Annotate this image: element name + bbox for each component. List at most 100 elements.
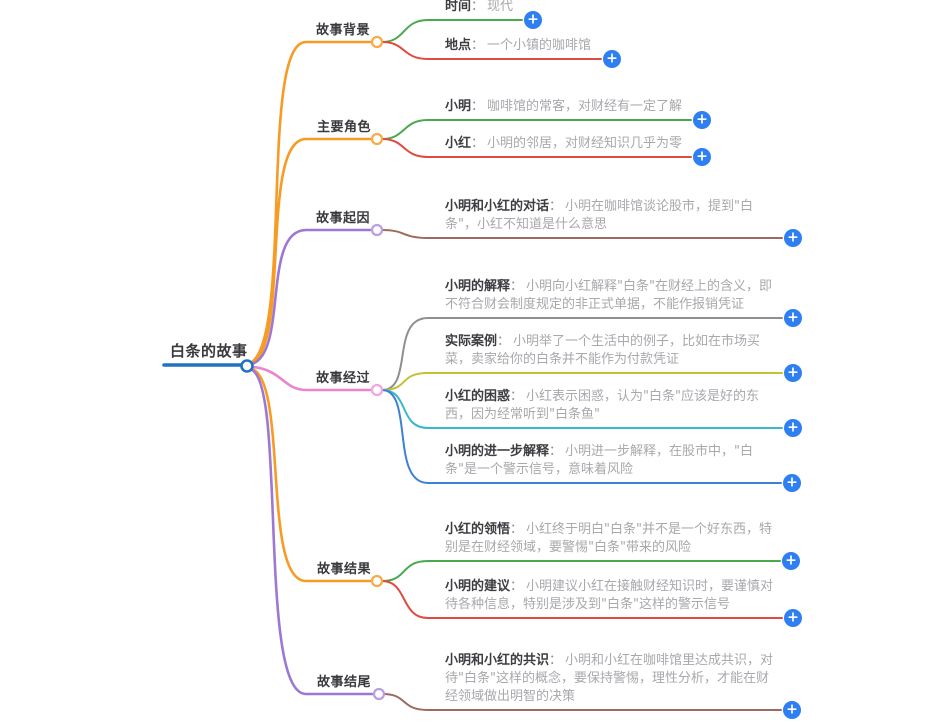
node-place[interactable]: 地点：一个小镇的咖啡馆 [445, 37, 591, 55]
plus-icon: + [787, 229, 799, 246]
anchor-circle-background [370, 35, 384, 49]
add-child-button[interactable]: + [783, 474, 801, 492]
leaf-curve-dialogue [381, 229, 783, 239]
node-label: 小明的建议 [445, 579, 511, 594]
node-label: 地点 [445, 38, 472, 53]
node-further-explanation[interactable]: 小明的进一步解释：小明进一步解释，在股市中，"白条"是一个警示信号，意味着风险 [445, 443, 779, 479]
add-child-button[interactable]: + [524, 11, 542, 29]
leaf-curve-advice [381, 580, 783, 619]
node-label: 小明的解释 [445, 279, 511, 294]
add-child-button[interactable]: + [603, 50, 621, 68]
node-confusion[interactable]: 小红的困惑：小红表示困惑，认为"白条"应该是好的东西，因为经常听到"白条鱼" [445, 388, 779, 424]
anchor-circle-cause [370, 223, 384, 237]
node-desc: 小明建议小红在接触财经知识时，要谨慎对待各种信息，特别是涉及到"白条"这样的警示… [445, 579, 774, 612]
plus-icon: + [606, 50, 618, 67]
node-root[interactable]: 白条的故事 [170, 342, 248, 360]
plus-icon: + [527, 11, 539, 28]
leaf-curve-xiaohong [381, 138, 692, 158]
plus-icon: + [786, 701, 798, 718]
leaf-curve-further-explanation [381, 389, 782, 484]
add-child-button[interactable]: + [784, 229, 802, 247]
node-example[interactable]: 实际案例：小明举了一个生活中的例子，比如在市场买菜，卖家给你的白条并不能作为付款… [445, 333, 779, 369]
node-ending[interactable]: 故事结尾 [317, 675, 372, 690]
label-separator: ： [510, 522, 524, 537]
label-separator: ： [510, 579, 524, 594]
leaf-curve-consensus [382, 693, 782, 711]
anchor-circle-ending [372, 687, 386, 701]
anchor-circle-characters [370, 132, 384, 146]
leaf-curve-place [381, 41, 602, 60]
plus-icon: + [785, 552, 797, 569]
node-label: 小明的进一步解释 [445, 444, 550, 459]
node-background[interactable]: 故事背景 [316, 23, 371, 38]
add-child-button[interactable]: + [693, 111, 711, 129]
plus-icon: + [696, 148, 708, 165]
node-consensus[interactable]: 小明和小红的共识：小明和小红在咖啡馆里达成共识，对待"白条"这样的概念，要保持警… [445, 652, 777, 706]
label-separator: ： [471, 136, 485, 151]
label-separator: ： [497, 334, 511, 349]
label-separator: ： [549, 199, 563, 214]
node-dialogue[interactable]: 小明和小红的对话：小明在咖啡馆谈论股市，提到"白条"，小红不知道是什么意思 [445, 198, 779, 234]
node-label: 时间 [445, 0, 472, 14]
branch-curve-characters [250, 137, 372, 365]
node-label: 小明和小红的共识 [445, 653, 550, 668]
node-desc: 一个小镇的咖啡馆 [487, 38, 592, 53]
node-desc: 小明向小红解释"白条"在财经上的含义，即不符合财会制度规定的非正式单据，不能作报… [445, 279, 772, 312]
leaf-curve-time [381, 19, 523, 43]
leaf-curve-example [381, 372, 783, 391]
node-xiaohong[interactable]: 小红：小明的邻居，对财经知识几乎为零 [445, 135, 682, 153]
node-process[interactable]: 故事经过 [316, 371, 371, 386]
branch-curve-ending [250, 368, 374, 696]
add-child-button[interactable]: + [783, 701, 801, 719]
plus-icon: + [787, 309, 799, 326]
node-label: 实际案例 [445, 334, 498, 349]
add-child-button[interactable]: + [693, 148, 711, 166]
node-advice[interactable]: 小明的建议：小明建议小红在接触财经知识时，要谨慎对待各种信息，特别是涉及到"白条… [445, 578, 779, 614]
add-child-button[interactable]: + [784, 364, 802, 382]
plus-icon: + [786, 474, 798, 491]
label-separator: ： [549, 653, 563, 668]
node-characters[interactable]: 主要角色 [317, 120, 372, 135]
label-separator: ： [471, 0, 485, 14]
node-desc: 咖啡馆的常客，对财经有一定了解 [487, 99, 683, 114]
add-child-button[interactable]: + [784, 419, 802, 437]
node-desc: 现代 [487, 0, 514, 14]
branch-curve-process [251, 365, 372, 392]
node-explanation[interactable]: 小明的解释：小明向小红解释"白条"在财经上的含义，即不符合财会制度规定的非正式单… [445, 278, 779, 314]
plus-icon: + [696, 111, 708, 128]
anchor-circle-process [370, 383, 384, 397]
node-desc: 小明的邻居，对财经知识几乎为零 [487, 136, 683, 151]
leaf-curve-realization [381, 560, 781, 582]
node-result[interactable]: 故事结果 [317, 562, 372, 577]
node-desc: 小明举了一个生活中的例子，比如在市场买菜，卖家给你的白条并不能作为付款凭证 [445, 334, 761, 367]
node-label: 小红 [445, 136, 472, 151]
plus-icon: + [787, 609, 799, 626]
node-time[interactable]: 时间：现代 [445, 0, 513, 16]
add-child-button[interactable]: + [784, 309, 802, 327]
add-child-button[interactable]: + [784, 609, 802, 627]
branch-curve-cause [250, 228, 372, 366]
label-separator: ： [471, 38, 485, 53]
plus-icon: + [787, 419, 799, 436]
node-realization[interactable]: 小红的领悟：小红终于明白"白条"并不是一个好东西，特别是在财经领域，要警惕"白条… [445, 521, 779, 557]
node-desc: 小明在咖啡馆谈论股市，提到"白条"，小红不知道是什么意思 [445, 199, 754, 232]
node-xiaoming[interactable]: 小明：咖啡馆的常客，对财经有一定了解 [445, 98, 682, 116]
add-child-button[interactable]: + [782, 552, 800, 570]
leaf-curve-xiaoming [381, 119, 692, 140]
label-separator: ： [510, 279, 524, 294]
label-separator: ： [549, 444, 563, 459]
node-desc: 小红终于明白"白条"并不是一个好东西，特别是在财经领域，要警惕"白条"带来的风险 [445, 522, 772, 555]
label-separator: ： [471, 99, 485, 114]
node-desc: 小明进一步解释，在股市中，"白条"是一个警示信号，意味着风险 [445, 444, 754, 477]
node-cause[interactable]: 故事起因 [316, 211, 371, 226]
leaf-curve-explanation [381, 317, 783, 391]
node-label: 小明和小红的对话 [445, 199, 550, 214]
node-label: 小红的领悟 [445, 522, 511, 537]
root-anchor-circle [240, 359, 254, 373]
node-label: 小红的困惑 [445, 389, 511, 404]
plus-icon: + [787, 364, 799, 381]
label-separator: ： [510, 389, 524, 404]
branch-curve-result [250, 367, 372, 583]
